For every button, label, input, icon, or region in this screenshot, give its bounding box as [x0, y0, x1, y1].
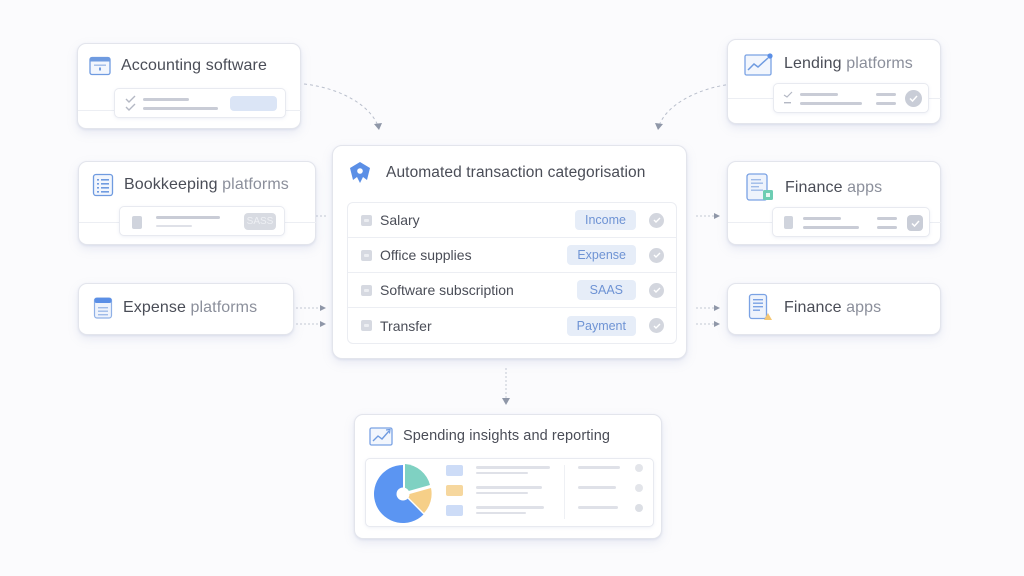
ledger-icon: [92, 173, 114, 197]
transaction-list: Salary Income Office supplies Expense So…: [347, 202, 677, 344]
category-chip[interactable]: Payment: [566, 315, 636, 336]
check-icon: [649, 212, 664, 228]
tablet-warning-icon: [748, 293, 772, 320]
transaction-icon: [361, 249, 372, 261]
tablet-badge-icon: [746, 173, 773, 201]
panel-title: Automated transaction categorisation: [386, 164, 646, 181]
report-preview: [365, 458, 654, 527]
bookkeeping-platforms-card[interactable]: Bookkeeping platforms SASS: [78, 161, 317, 245]
accounting-software-card[interactable]: Accounting software: [77, 43, 302, 129]
connector-bookkeeping-to-center: [316, 215, 328, 217]
card-title: Finance apps: [785, 179, 883, 196]
checklist-icon: [783, 91, 793, 104]
card-title: Finance apps: [784, 299, 882, 316]
accounting-preview: [114, 88, 286, 118]
connector-expense-to-center-2: [296, 321, 326, 327]
categorisation-panel: Automated transaction categorisation Sal…: [332, 145, 687, 359]
lending-platforms-card[interactable]: Lending platforms: [727, 39, 942, 124]
transaction-row[interactable]: Transfer Payment: [348, 308, 676, 343]
legend-swatch-blue-2: [446, 505, 463, 516]
finance-apps-card-1[interactable]: Finance apps: [727, 161, 942, 245]
transaction-icon: [361, 214, 372, 226]
checklist-icon: [125, 95, 136, 111]
connector-center-to-reporting: [502, 368, 510, 405]
lending-preview: [773, 83, 929, 113]
transaction-label: Transfer: [380, 317, 432, 334]
transaction-label: Office supplies: [380, 247, 472, 263]
status-dot: [635, 484, 643, 492]
status-dot: [635, 504, 643, 512]
connector-accounting-to-center: [303, 83, 382, 130]
card-title: Bookkeeping platforms: [124, 176, 289, 193]
transaction-row[interactable]: Salary Income: [348, 203, 676, 238]
check-icon: [649, 282, 664, 298]
line-chart-icon: [744, 53, 773, 76]
check-icon: [649, 318, 664, 333]
transaction-row[interactable]: Software subscription SAAS: [348, 273, 676, 308]
category-chip[interactable]: Expense: [567, 245, 636, 265]
category-chip[interactable]: Income: [575, 210, 636, 230]
card-title: Expense platforms: [123, 299, 258, 316]
connector-center-to-finance-2b: [696, 321, 720, 327]
category-chip[interactable]: SAAS: [576, 280, 636, 300]
finance-preview: [772, 207, 930, 237]
check-icon: [905, 90, 922, 107]
legend-swatch-yellow: [446, 485, 463, 496]
check-icon: [649, 247, 664, 263]
finance-apps-card-2[interactable]: Finance apps: [727, 283, 941, 335]
connector-lending-to-center: [655, 83, 733, 130]
connector-center-to-finance-2a: [696, 305, 720, 311]
card-title: Accounting software: [121, 57, 267, 74]
transaction-icon: [361, 284, 372, 296]
status-dot: [635, 464, 643, 472]
transaction-icon: [361, 320, 372, 331]
bookkeeping-preview: SASS: [119, 206, 285, 236]
expense-platforms-card[interactable]: Expense platforms: [78, 283, 294, 335]
spending-insights-card[interactable]: Spending insights and reporting: [354, 414, 662, 539]
checkbox-icon: [907, 215, 923, 231]
pie-chart-icon: [373, 464, 432, 523]
calendar-window-icon: [89, 56, 111, 76]
receipt-calendar-icon: [93, 297, 113, 319]
transaction-label: Salary: [380, 212, 420, 228]
placeholder-chip: [230, 96, 277, 111]
connector-center-to-finance-1: [696, 213, 720, 219]
transaction-row[interactable]: Office supplies Expense: [348, 238, 676, 273]
category-chip: SASS: [244, 213, 276, 230]
tag-badge-icon: [350, 162, 370, 183]
transaction-label: Software subscription: [380, 282, 514, 298]
connector-expense-to-center-1: [296, 305, 326, 311]
card-title: Lending platforms: [784, 55, 913, 72]
legend-swatch-blue: [446, 465, 463, 476]
trend-chart-icon: [369, 427, 393, 446]
card-title: Spending insights and reporting: [403, 428, 611, 444]
